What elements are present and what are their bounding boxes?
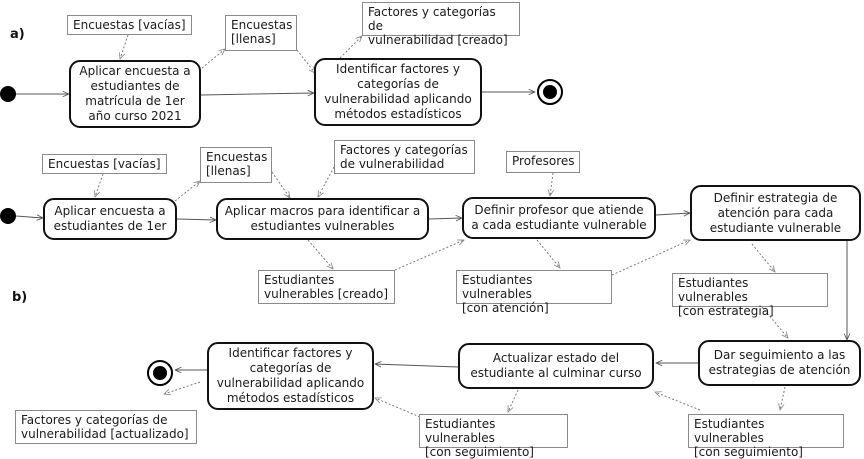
obj-identify-to-factors-a — [339, 36, 362, 59]
obj-survey-to-filled-b — [174, 181, 200, 202]
activity-b-define-strategy[interactable]: Definir estrategia de atención para cada… — [690, 185, 861, 241]
obj-created-to-teacher-b — [394, 240, 464, 271]
panel-b-label: b) — [12, 290, 28, 305]
obj-teacher-to-attention-b — [536, 239, 560, 268]
object-b-factors: Factores y categorías de vulnerabilidad — [334, 140, 475, 174]
obj-followup-obj-to-update-b — [655, 392, 701, 411]
object-b-vulnerable-attention: Estudiantes vulnerables [con atención] — [456, 270, 612, 315]
object-b-factors-updated: Factores y categorías de vulnerabilidad … — [15, 410, 197, 444]
obj-followup-to-followup-obj-b — [780, 386, 786, 410]
ctrl-update-to-identify-b — [375, 364, 459, 368]
obj-teachers-to-teacher-b — [550, 172, 553, 196]
obj-macros-to-created-b — [307, 239, 333, 269]
end-node-b — [147, 360, 173, 386]
obj-filled-to-identify-a — [296, 49, 315, 73]
ctrl-start-to-survey-b — [15, 216, 43, 218]
object-a-empty-surveys: Encuestas [vacías] — [67, 15, 192, 35]
ctrl-teacher-to-strategy-b — [655, 213, 690, 215]
obj-empty-to-survey-a — [120, 34, 129, 59]
activity-a-apply-survey[interactable]: Aplicar encuesta a estudiantes de matríc… — [69, 60, 201, 128]
ctrl-survey-to-macros-b — [176, 219, 216, 220]
obj-identify-to-factors-updated-b — [164, 381, 201, 394]
object-b-vulnerable-followup-right: Estudiantes vulnerables [con seguimiento… — [688, 414, 844, 459]
obj-factors-to-macros-b — [318, 166, 335, 197]
activity-b-follow-up[interactable]: Dar seguimiento a las estrategias de ate… — [698, 340, 861, 386]
activity-b-apply-survey[interactable]: Aplicar encuesta a estudiantes de 1er — [43, 198, 177, 240]
activity-b-identify-factors[interactable]: Identificar factores y categorías de vul… — [207, 342, 374, 410]
object-b-vulnerable-strategy: Estudiantes vulnerables [con estrategia] — [672, 273, 828, 318]
object-b-vulnerable-created: Estudiantes vulnerables [creado] — [258, 270, 395, 304]
start-node-a — [0, 86, 16, 102]
obj-filled-to-macros-b — [271, 171, 290, 198]
obj-empty-to-survey-b — [95, 173, 104, 197]
object-b-teachers: Profesores — [506, 151, 580, 173]
ctrl-macros-to-teacher-b — [428, 218, 462, 219]
obj-strategy-obj-to-followup-b — [761, 306, 788, 338]
object-a-filled-surveys: Encuestas [llenas] — [225, 15, 297, 51]
obj-update-to-followup-obj-b — [507, 389, 519, 412]
obj-attention-to-strategy-b — [611, 239, 690, 276]
object-b-vulnerable-followup-left: Estudiantes vulnerables [con seguimiento… — [419, 414, 568, 459]
activity-b-define-teacher[interactable]: Definir profesor que atiende a cada estu… — [462, 197, 656, 239]
object-b-filled-surveys: Encuestas [llenas] — [200, 147, 272, 183]
start-node-b — [0, 208, 16, 224]
ctrl-survey-to-identify-a — [200, 93, 314, 95]
obj-strategy-to-created-b — [751, 243, 775, 272]
activity-a-identify-factors[interactable]: Identificar factores y categorías de vul… — [314, 58, 482, 126]
object-b-empty-surveys: Encuestas [vacías] — [42, 154, 167, 174]
end-node-a — [537, 79, 563, 105]
object-a-factors-created: Factores y categorías de vulnerabilidad … — [362, 2, 520, 47]
panel-a-label: a) — [10, 27, 25, 42]
obj-followup-obj-to-identify-b — [375, 398, 421, 418]
obj-survey-to-filled-a — [201, 49, 225, 69]
activity-b-apply-macros[interactable]: Aplicar macros para identificar a estudi… — [216, 198, 429, 240]
activity-b-update-status[interactable]: Actualizar estado del estudiante al culm… — [458, 343, 654, 389]
